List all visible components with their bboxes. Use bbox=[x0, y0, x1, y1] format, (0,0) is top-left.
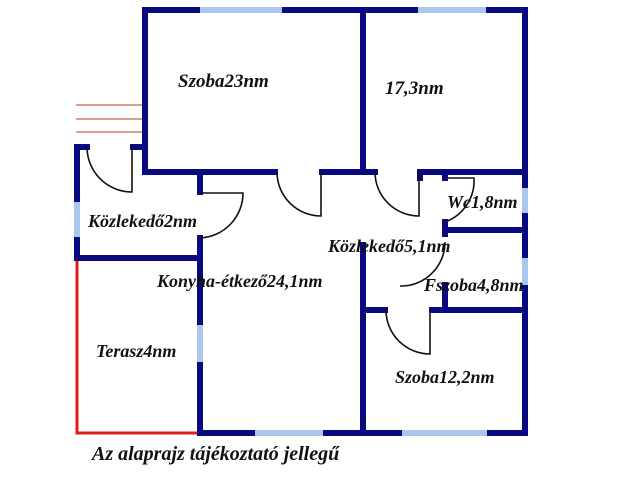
room-label-wc: Wc1,8nm bbox=[447, 192, 518, 212]
windows bbox=[74, 7, 528, 436]
walls bbox=[74, 7, 528, 436]
room-label-17-3: 17,3nm bbox=[385, 78, 444, 99]
room-label-fszoba: Fszoba4,8nm bbox=[424, 275, 524, 295]
room-label-szoba12: Szoba12,2nm bbox=[395, 367, 495, 387]
terrace-outline bbox=[75, 258, 200, 435]
room-label-terasz: Terasz4nm bbox=[96, 341, 177, 361]
room-label-szoba23: Szoba23nm bbox=[178, 71, 269, 92]
room-label-kozlekedo5: Közlekedő5,1nm bbox=[328, 236, 451, 256]
entrance-steps bbox=[76, 104, 143, 133]
doors bbox=[86, 146, 475, 355]
room-label-konyha: Konyha-étkező24,1nm bbox=[157, 271, 323, 291]
room-label-kozlekedo2: Közlekedő2nm bbox=[88, 211, 198, 231]
plan-caption: Az alaprajz tájékoztató jellegű bbox=[92, 443, 340, 465]
